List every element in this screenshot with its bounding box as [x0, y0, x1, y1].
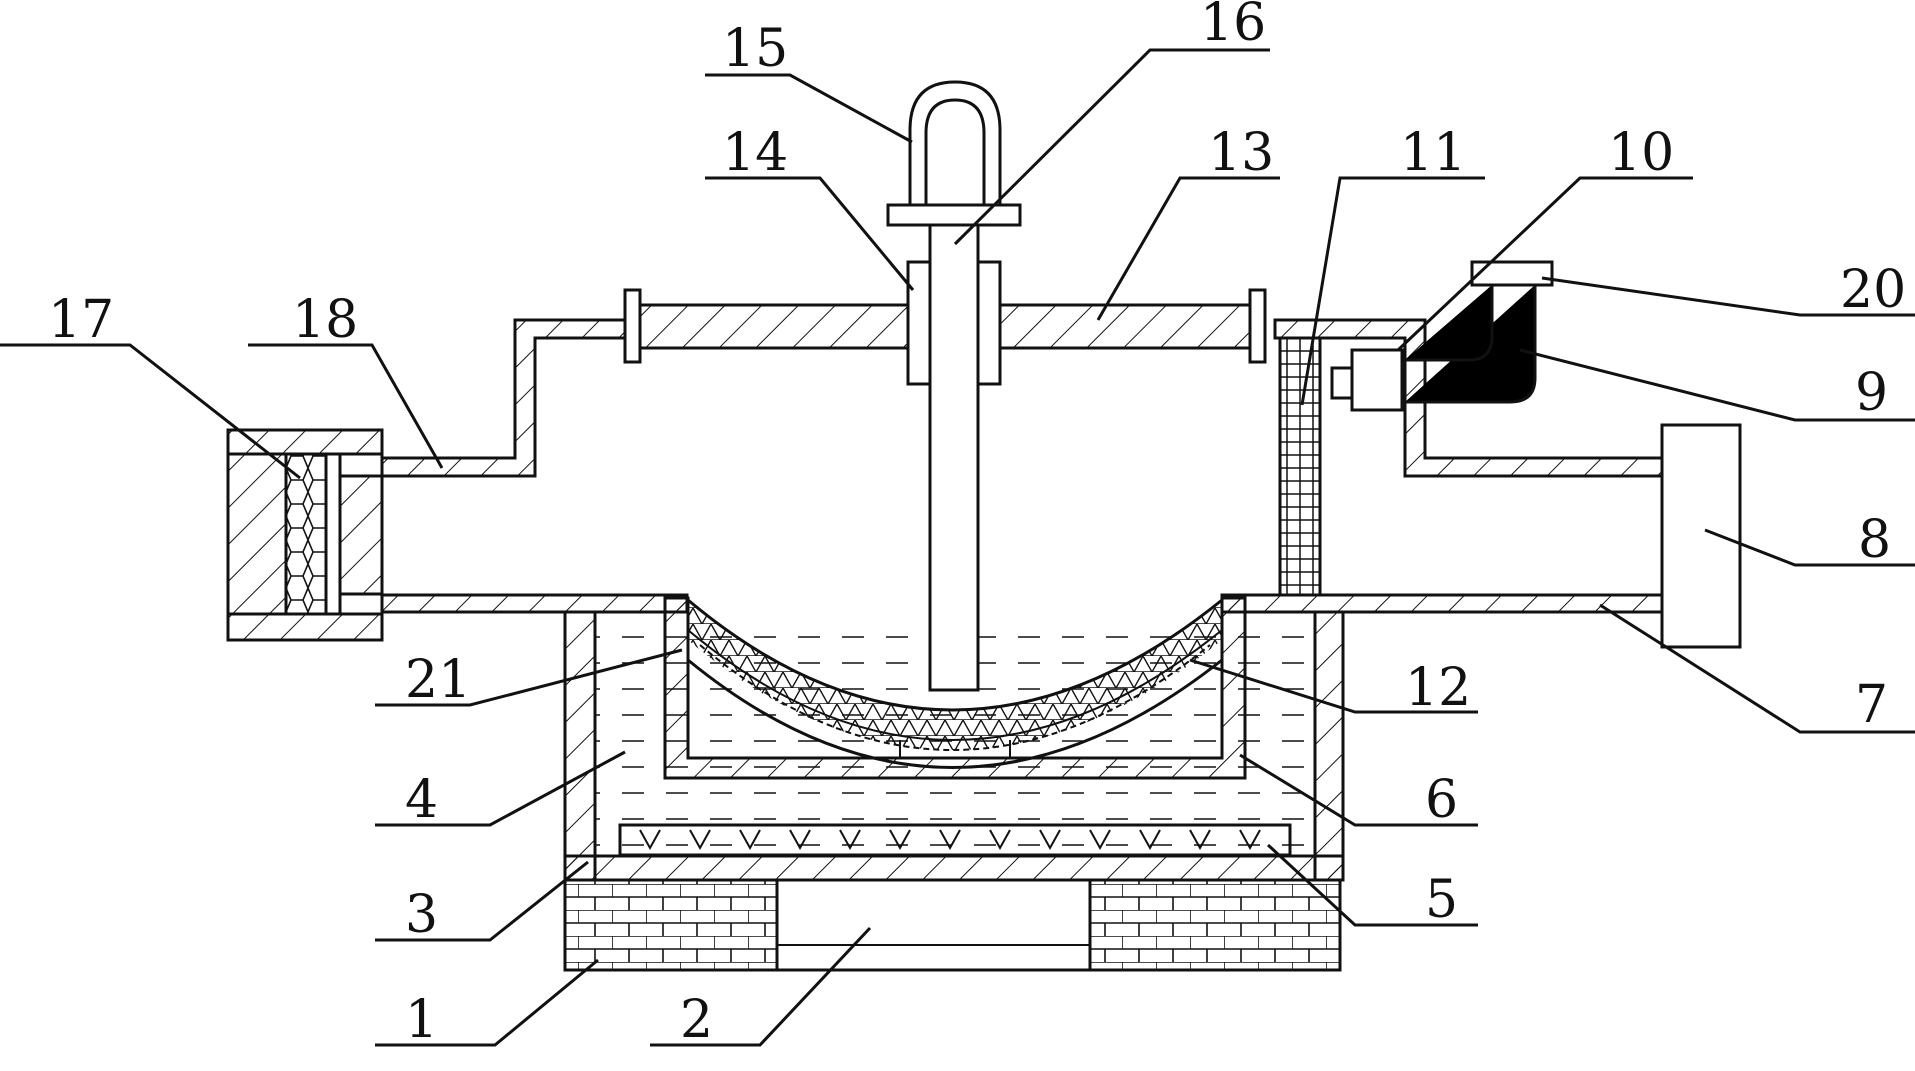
central-shaft	[886, 80, 1022, 692]
callout-3: 3	[405, 885, 438, 945]
callout-20: 20	[1840, 260, 1906, 320]
callout-11: 11	[1400, 123, 1466, 183]
callout-4: 4	[405, 770, 438, 830]
base-support	[563, 878, 1342, 972]
inlet-filter	[226, 428, 384, 642]
riser-pipe	[1278, 336, 1322, 597]
callout-15: 15	[722, 19, 788, 79]
curved-filter	[687, 598, 1223, 769]
callout-21: 21	[405, 650, 471, 710]
callout-16: 16	[1200, 0, 1266, 53]
callout-18: 18	[292, 290, 358, 350]
leader-lines	[0, 48, 1915, 1047]
callout-14: 14	[722, 123, 788, 183]
outlet-block	[1660, 423, 1742, 649]
callout-5: 5	[1425, 870, 1458, 930]
callout-labels: 1 2 3 4 5 6 7 8 9 10 11 12 13 14 15 16 1…	[48, 0, 1906, 1050]
callout-12: 12	[1405, 658, 1471, 718]
callout-17: 17	[48, 290, 114, 350]
top-cover	[623, 288, 1267, 364]
side-valve	[1330, 260, 1554, 412]
heating-element	[618, 823, 1292, 857]
callout-10: 10	[1608, 123, 1674, 183]
callout-9: 9	[1855, 363, 1888, 423]
callout-8: 8	[1858, 510, 1891, 570]
callout-13: 13	[1208, 123, 1274, 183]
callout-7: 7	[1855, 675, 1888, 735]
callout-1: 1	[405, 990, 438, 1050]
callout-2: 2	[680, 990, 713, 1050]
callout-6: 6	[1425, 770, 1458, 830]
